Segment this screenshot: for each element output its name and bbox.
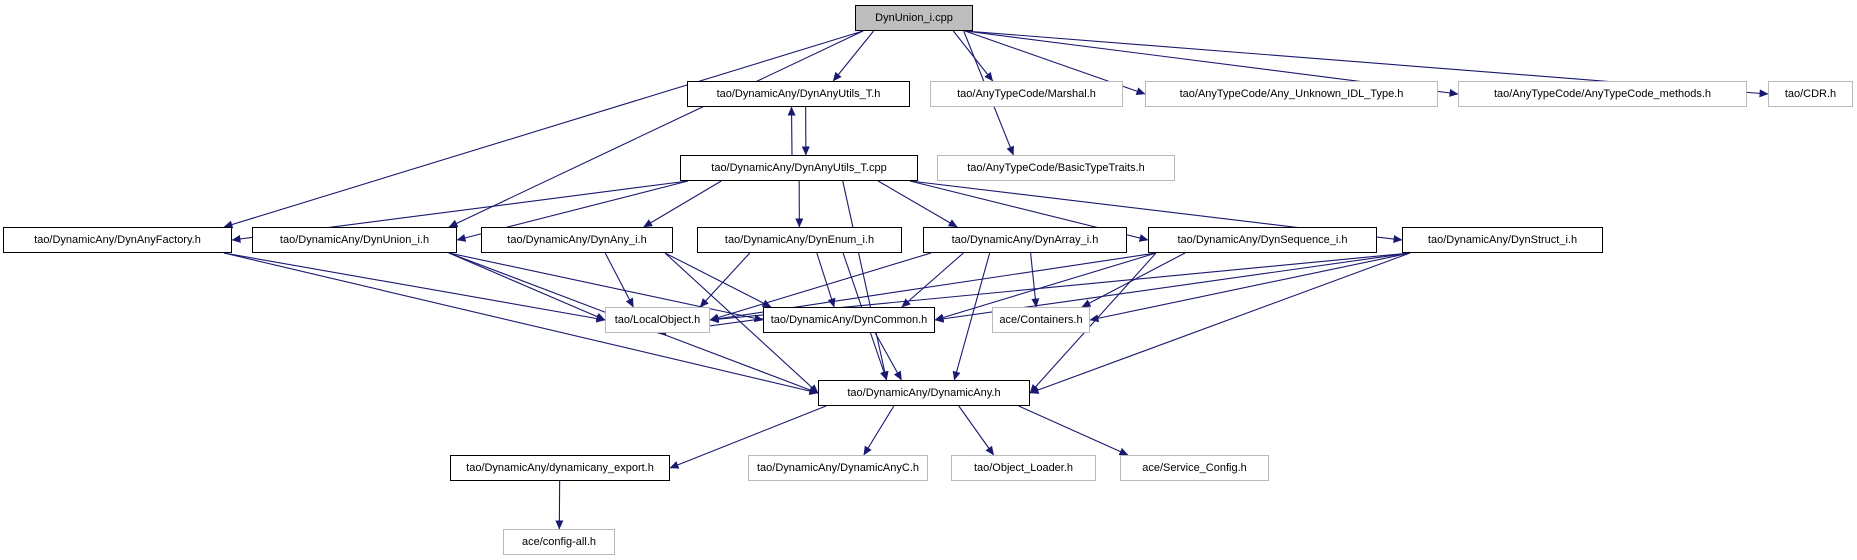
graph-node-dynunion_h[interactable]: tao/DynamicAny/DynUnion_i.h <box>252 227 457 253</box>
graph-node-dynenum_i[interactable]: tao/DynamicAny/DynEnum_i.h <box>697 227 902 253</box>
graph-node-dynamicany_h[interactable]: tao/DynamicAny/DynamicAny.h <box>818 380 1030 406</box>
edge-dynunion_cpp-to-dynanyutils_h <box>832 30 875 82</box>
graph-node-cdr: tao/CDR.h <box>1768 81 1853 107</box>
graph-node-object_loader: tao/Object_Loader.h <box>951 455 1096 481</box>
edge-dynenum_i-to-dyncommon <box>816 252 836 308</box>
graph-node-dynanyutils_h[interactable]: tao/DynamicAny/DynAnyUtils_T.h <box>687 81 910 107</box>
edge-dynarray_i-to-dyncommon <box>901 252 964 308</box>
edge-dynunion_cpp-to-dynunion_h <box>448 30 864 228</box>
edge-dynamicany_h-to-object_loader <box>958 405 995 456</box>
edge-dynamicany_h-to-dynamicanyc <box>863 405 895 456</box>
edge-dynamicany_h-to-service_config <box>1018 405 1129 456</box>
graph-node-containers: ace/Containers.h <box>992 307 1090 333</box>
edge-dynunion_h-to-localobject <box>448 252 606 321</box>
graph-node-dynsequence_i[interactable]: tao/DynamicAny/DynSequence_i.h <box>1148 227 1377 253</box>
graph-node-atc_methods: tao/AnyTypeCode/AnyTypeCode_methods.h <box>1458 81 1747 107</box>
edge-dynanyutils_cpp-to-dynany_i <box>643 180 722 228</box>
edge-dyncommon-to-dynamicany_h <box>874 332 902 381</box>
edge-dynsequence_i-to-dyncommon <box>934 252 1157 322</box>
graph-node-config_all: ace/config-all.h <box>503 529 615 555</box>
edge-dynarray_i-to-dynamicany_h <box>952 252 991 381</box>
edge-dynunion_cpp-to-dynanyfactory <box>223 30 864 229</box>
graph-node-dynarray_i[interactable]: tao/DynamicAny/DynArray_i.h <box>923 227 1127 253</box>
edge-dynany_i-to-localobject <box>604 252 634 308</box>
graph-node-dyncommon[interactable]: tao/DynamicAny/DynCommon.h <box>763 307 935 333</box>
edge-dynanyutils_cpp-to-dynarray_i <box>877 180 958 228</box>
edge-dynstruct_i-to-containers <box>1089 252 1411 323</box>
graph-node-dynamicanyc: tao/DynamicAny/DynamicAnyC.h <box>748 455 928 481</box>
edge-dynunion_h-to-dyncommon <box>448 252 764 323</box>
edge-dynanyutils_cpp-to-dynamicany_h <box>842 180 889 381</box>
graph-node-dynunion_cpp: DynUnion_i.cpp <box>855 5 973 31</box>
edge-dynanyutils_cpp-to-dynanyutils_h <box>787 106 796 156</box>
graph-node-dynany_i[interactable]: tao/DynamicAny/DynAny_i.h <box>481 227 673 253</box>
graph-node-dynanyutils_cpp[interactable]: tao/DynamicAny/DynAnyUtils_T.cpp <box>680 155 918 181</box>
graph-node-localobject: tao/LocalObject.h <box>605 307 710 333</box>
edge-dynstruct_i-to-dynamicany_h <box>1029 252 1411 394</box>
edge-dynsequence_i-to-dynamicany_h <box>1029 252 1157 394</box>
edge-dynunion_cpp-to-marshal <box>952 30 994 82</box>
graph-node-dynanyfactory[interactable]: tao/DynamicAny/DynAnyFactory.h <box>3 227 232 253</box>
graph-node-any_unknown: tao/AnyTypeCode/Any_Unknown_IDL_Type.h <box>1145 81 1438 107</box>
graph-node-export_h[interactable]: tao/DynamicAny/dynamicany_export.h <box>450 455 670 481</box>
edge-dynany_i-to-dyncommon <box>664 252 772 308</box>
graph-node-marshal: tao/AnyTypeCode/Marshal.h <box>930 81 1123 107</box>
edge-dynany_i-to-dynamicany_h <box>664 252 819 394</box>
graph-node-dynstruct_i[interactable]: tao/DynamicAny/DynStruct_i.h <box>1402 227 1603 253</box>
graph-node-basictypetraits: tao/AnyTypeCode/BasicTypeTraits.h <box>937 155 1175 181</box>
edge-dynanyfactory-to-dynamicany_h <box>223 252 819 395</box>
edge-dynamicany_h-to-export_h <box>669 405 827 469</box>
edge-dynarray_i-to-localobject <box>709 252 932 322</box>
edge-dynarray_i-to-containers <box>1030 252 1040 308</box>
edge-dynanyfactory-to-localobject <box>223 252 606 323</box>
edge-dynenum_i-to-localobject <box>699 252 751 308</box>
graph-node-service_config: ace/Service_Config.h <box>1120 455 1269 481</box>
